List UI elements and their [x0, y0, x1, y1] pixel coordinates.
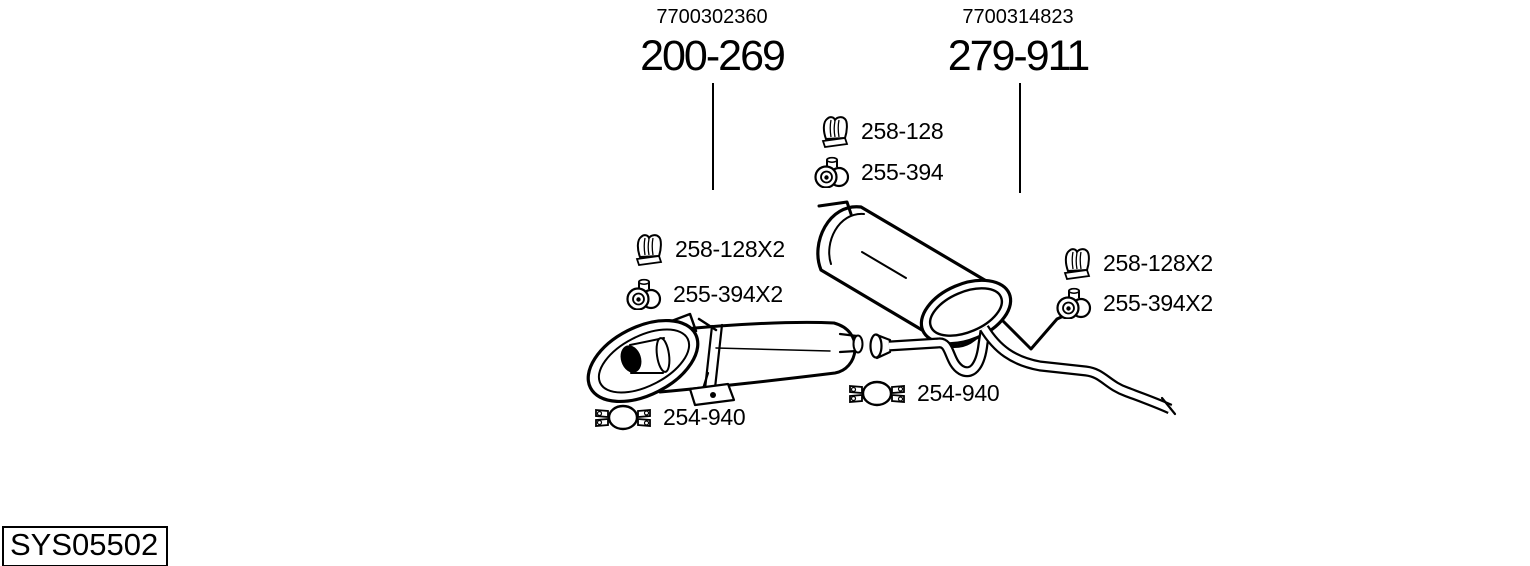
- rear-silencer-drawing: [816, 200, 1177, 416]
- pipe-clamp-icon: [848, 380, 906, 407]
- fitting-row: 258-128: [820, 114, 944, 148]
- system-header-right: 7700314823 279-911: [898, 6, 1138, 78]
- leader-line-right: [1019, 83, 1021, 193]
- system-header-left: 7700302360 200-269: [592, 6, 832, 78]
- fitting-row: 254-940: [594, 398, 746, 436]
- leader-line-left: [712, 83, 714, 190]
- system-part-number: 279-911: [947, 32, 1091, 80]
- fitting-part-label: 258-128: [861, 117, 944, 144]
- rubber-mount-icon: [626, 278, 662, 310]
- fitting-row: 255-394X2: [626, 278, 783, 310]
- fitting-part-label: 255-394X2: [673, 280, 783, 307]
- fitting-part-label: 255-394: [861, 158, 944, 185]
- fitting-part-label: 258-128X2: [675, 235, 785, 262]
- system-code: SYS05502: [10, 527, 159, 562]
- rubber-strap-hanger-icon: [636, 234, 662, 266]
- system-part-number: 200-269: [640, 32, 786, 80]
- rubber-mount-icon: [814, 156, 850, 188]
- centre-silencer-drawing: [586, 312, 864, 407]
- fitting-row: 258-128X2: [1062, 246, 1213, 280]
- rubber-mount-icon: [1056, 287, 1092, 319]
- oe-reference: 7700314823: [962, 6, 1074, 28]
- fitting-part-label: 258-128X2: [1103, 249, 1213, 276]
- fitting-part-label: 255-394X2: [1103, 289, 1213, 316]
- oe-reference: 7700302360: [656, 6, 768, 28]
- fitting-part-label: 254-940: [917, 379, 1000, 406]
- fitting-row: 255-394X2: [1056, 287, 1213, 319]
- fitting-row: 258-128X2: [634, 232, 785, 266]
- fitting-row: 255-394: [814, 156, 944, 188]
- fitting-part-label: 254-940: [663, 403, 746, 430]
- system-code-box: SYS05502: [2, 526, 169, 566]
- rubber-strap-hanger-icon: [1064, 248, 1090, 280]
- rubber-strap-hanger-icon: [822, 116, 848, 148]
- pipe-clamp-icon: [594, 404, 652, 431]
- fitting-row: 254-940: [848, 374, 1000, 412]
